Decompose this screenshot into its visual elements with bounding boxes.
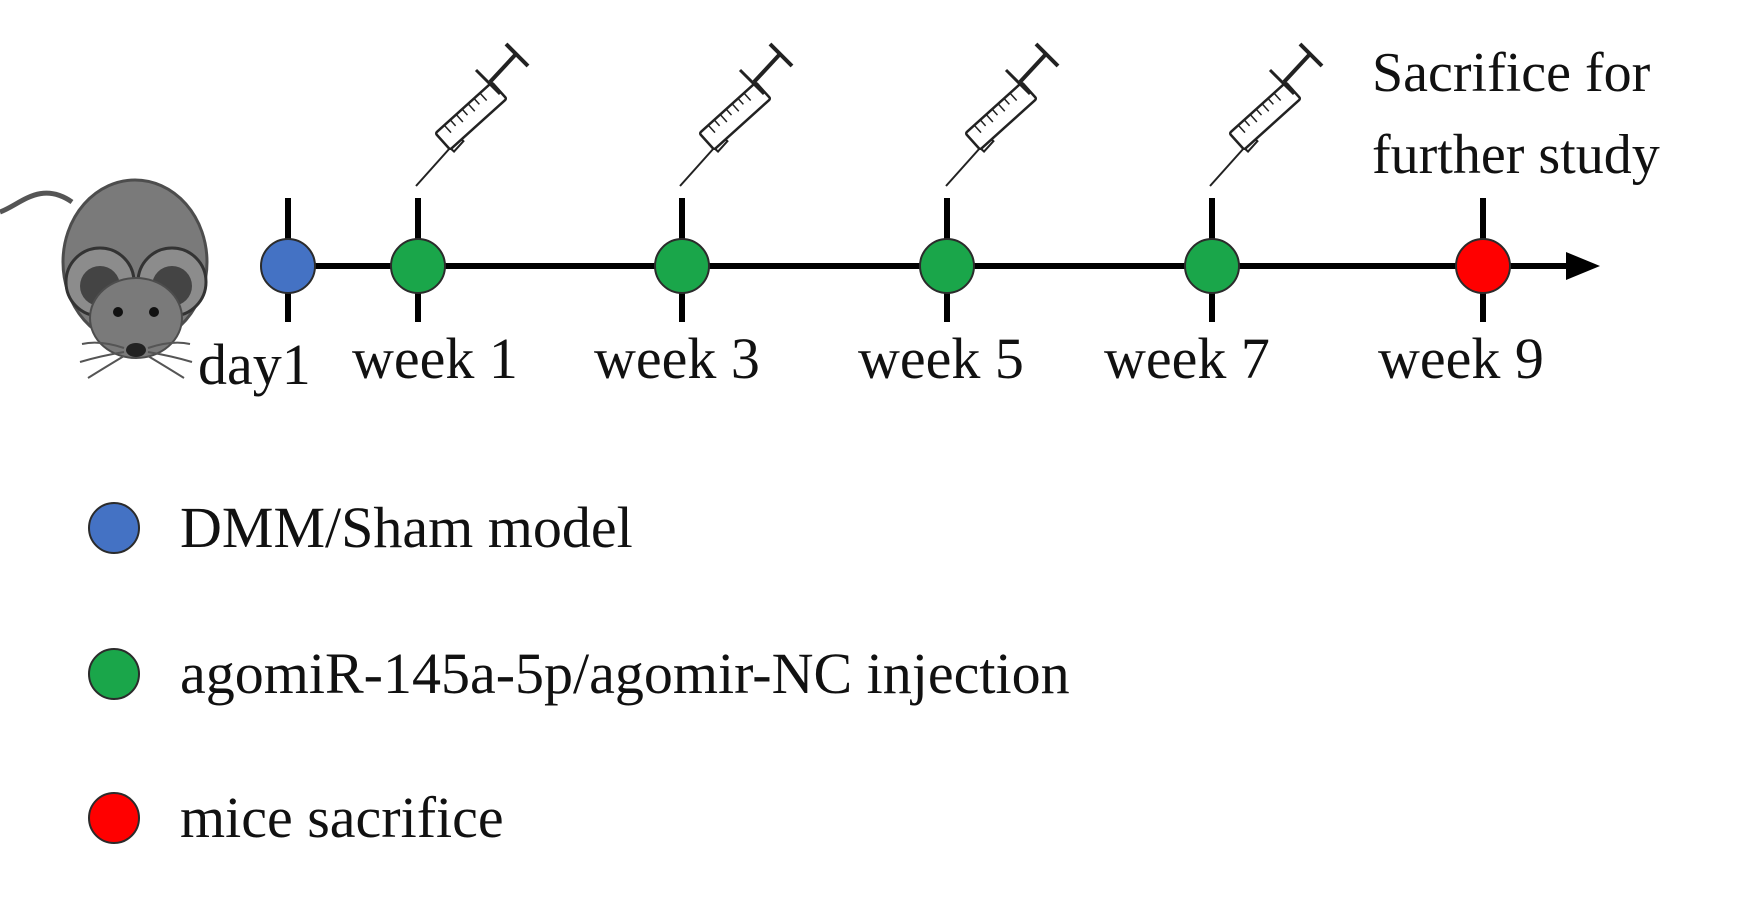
syringe-icon [1208, 42, 1324, 188]
timeline-label-week-5: week 5 [858, 326, 1024, 391]
legend-blue-dot [88, 502, 140, 554]
marker-week-1 [390, 238, 446, 294]
legend-label: mice sacrifice [180, 785, 504, 850]
syringe-icon [944, 42, 1060, 188]
mouse-icon [0, 178, 209, 379]
legend-item-sacrifice: mice sacrifice [88, 778, 504, 858]
sacrifice-caption-line2: further study [1372, 124, 1660, 186]
timeline-label-week-1: week 1 [352, 326, 518, 391]
timeline-ticks [285, 198, 1486, 322]
legend-item-injection: agomiR-145a-5p/agomir-NC injection [88, 634, 1070, 714]
marker-week-3 [654, 238, 710, 294]
timeline-label-day1: day1 [198, 332, 311, 397]
marker-week-5 [919, 238, 975, 294]
marker-week-7 [1184, 238, 1240, 294]
syringe-icon [414, 42, 530, 188]
timeline-label-week-9: week 9 [1378, 326, 1544, 391]
marker-day1 [260, 238, 316, 294]
legend-label: agomiR-145a-5p/agomir-NC injection [180, 641, 1070, 706]
legend-label: DMM/Sham model [180, 495, 633, 560]
timeline-label-week-3: week 3 [594, 326, 760, 391]
legend-item-dmm-sham: DMM/Sham model [88, 488, 633, 568]
timeline-arrowhead [1566, 252, 1600, 280]
legend-red-dot [88, 792, 140, 844]
legend-green-dot [88, 648, 140, 700]
marker-week-9 [1455, 238, 1511, 294]
timeline-label-week-7: week 7 [1104, 326, 1270, 391]
sacrifice-caption-line1: Sacrifice for [1372, 42, 1651, 104]
syringe-icon [678, 42, 794, 188]
